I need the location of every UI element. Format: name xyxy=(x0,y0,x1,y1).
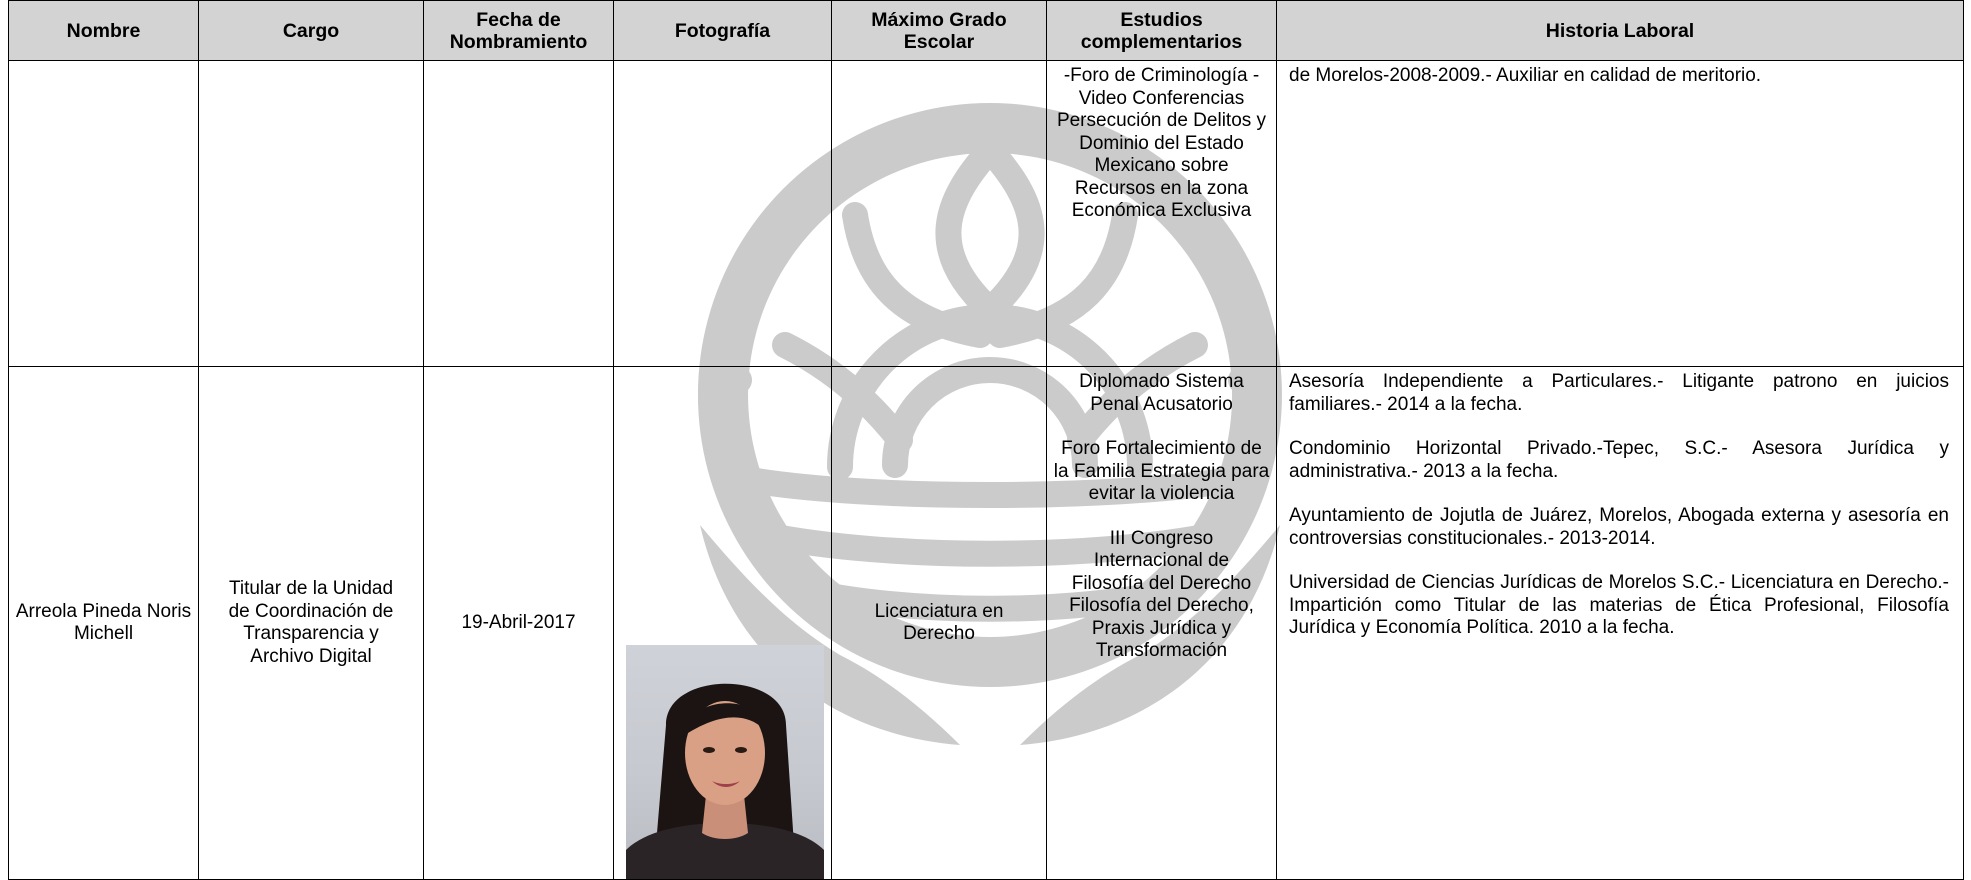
cell-grado: Licenciatura en Derecho xyxy=(831,366,1047,880)
historia-item: de Morelos-2008-2009.- Auxiliar en calid… xyxy=(1289,65,1762,86)
cell-grado xyxy=(831,60,1047,367)
table-row: Arreola Pineda Noris Michell Titular de … xyxy=(8,366,1964,880)
staff-table: Nombre Cargo Fecha de Nombramiento Fotog… xyxy=(8,0,1964,880)
header-cargo: Cargo xyxy=(198,0,424,61)
table-row: -Foro de Criminología -Video Conferencia… xyxy=(8,60,1964,367)
estudio-item: Foro Fortalecimiento de la Familia Estra… xyxy=(1053,438,1270,504)
cell-historia: Asesoría Independiente a Particulares.- … xyxy=(1276,366,1964,880)
cell-fecha xyxy=(423,60,614,367)
header-nombre: Nombre xyxy=(8,0,199,61)
cell-cargo: Titular de la Unidad de Coordinación de … xyxy=(198,366,424,880)
portrait-photo xyxy=(626,645,824,879)
cell-nombre: Arreola Pineda Noris Michell xyxy=(8,366,199,880)
header-row: Nombre Cargo Fecha de Nombramiento Fotog… xyxy=(8,0,1964,61)
cell-historia: de Morelos-2008-2009.- Auxiliar en calid… xyxy=(1276,60,1964,367)
cell-cargo xyxy=(198,60,424,367)
estudio-item: -Foro de Criminología -Video Conferencia… xyxy=(1056,65,1267,221)
cell-fecha: 19-Abril-2017 xyxy=(423,366,614,880)
header-fecha-nombramiento: Fecha de Nombramiento xyxy=(423,0,614,61)
header-estudios: Estudios complementarios xyxy=(1046,0,1277,61)
cell-estudios: -Foro de Criminología -Video Conferencia… xyxy=(1046,60,1277,367)
cell-fotografia xyxy=(613,60,832,367)
historia-item: Ayuntamiento de Jojutla de Juárez, Morel… xyxy=(1289,505,1949,549)
cell-estudios: Diplomado Sistema Penal Acusatorio Foro … xyxy=(1046,366,1277,880)
historia-item: Universidad de Ciencias Jurídicas de Mor… xyxy=(1289,572,1949,638)
historia-item: Condominio Horizontal Privado.-Tepec, S.… xyxy=(1289,438,1949,482)
cell-nombre xyxy=(8,60,199,367)
historia-item: Asesoría Independiente a Particulares.- … xyxy=(1289,371,1949,415)
cell-fotografia xyxy=(613,366,832,880)
header-historia-laboral: Historia Laboral xyxy=(1276,0,1964,61)
header-fotografia: Fotografía xyxy=(613,0,832,61)
estudio-item: Diplomado Sistema Penal Acusatorio xyxy=(1079,371,1244,415)
estudio-item: III Congreso Internacional de Filosofía … xyxy=(1069,527,1254,662)
header-maximo-grado: Máximo Grado Escolar xyxy=(831,0,1047,61)
